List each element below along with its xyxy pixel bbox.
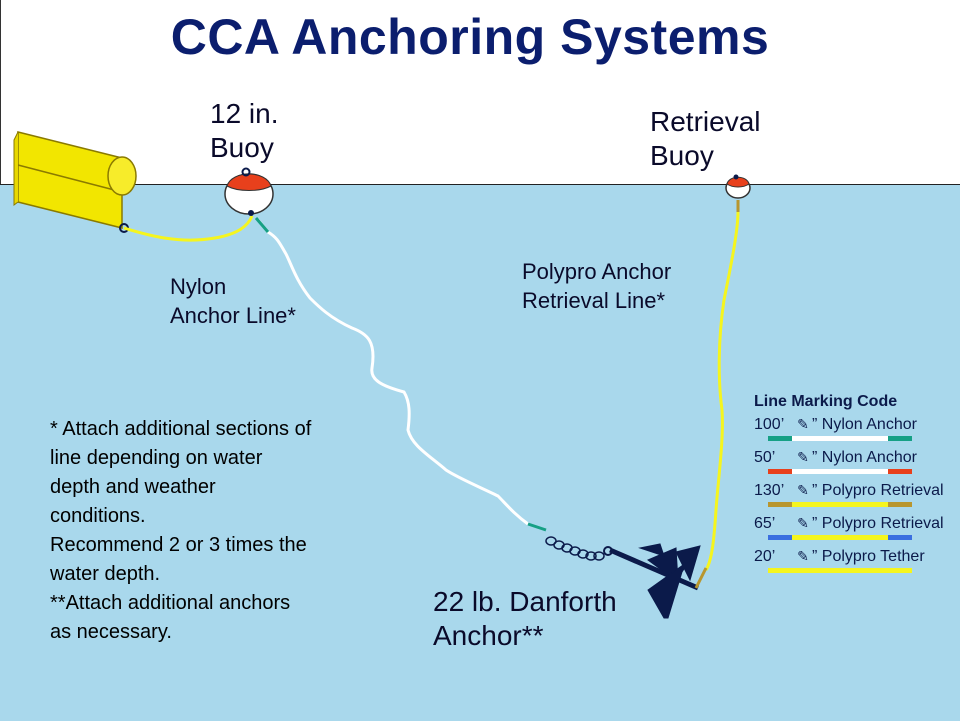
legend-line-swatch (768, 502, 912, 507)
legend-desc: ” Nylon Anchor (812, 416, 917, 433)
legend-length: 65’ (754, 515, 776, 532)
page-title: CCA Anchoring Systems (170, 9, 770, 65)
legend-desc: ” Nylon Anchor (812, 449, 917, 466)
note-line: * Attach additional sections of (50, 418, 312, 440)
anchor-label: 22 lb. Danforth Anchor** (433, 585, 617, 653)
legend-line-swatch (768, 436, 912, 441)
legend-row: 100’ ✎” Nylon Anchor (754, 414, 960, 447)
note-line: **Attach additional anchors (50, 592, 291, 614)
anchor-chain (545, 536, 605, 561)
boom-float (13, 131, 137, 233)
legend-line-swatch (768, 568, 912, 573)
retrieval-buoy-label: Retrieval Buoy (650, 105, 760, 173)
buoy-12in-label: 12 in. Buoy (210, 97, 279, 165)
anchor-label-line1: 22 lb. Danforth (433, 586, 617, 617)
legend-desc: ” Polypro Retrieval (812, 515, 944, 532)
notes-block: * Attach additional sections of line dep… (50, 415, 380, 647)
nylon-line-label-line1: Nylon (170, 274, 227, 299)
legend-row: 50’ ✎” Nylon Anchor (754, 447, 960, 480)
polypro-line-label-line2: Retrieval Line* (522, 288, 666, 313)
tether-line (123, 215, 254, 242)
legend-line-swatch (768, 535, 912, 540)
note-line: water depth. (50, 563, 161, 585)
legend-row: 65’ ✎” Polypro Retrieval (754, 513, 960, 546)
note-line: conditions. (50, 505, 146, 527)
pencil-icon: ✎ (797, 482, 809, 498)
danforth-anchor (609, 543, 701, 619)
pencil-icon: ✎ (797, 548, 809, 564)
legend-desc: ” Polypro Retrieval (812, 482, 944, 499)
buoy-12in (224, 167, 274, 216)
pencil-icon: ✎ (797, 449, 809, 465)
nylon-line-label-line2: Anchor Line* (170, 303, 296, 328)
legend-length: 20’ (754, 548, 776, 565)
retrieval-buoy-label-line1: Retrieval (650, 106, 761, 137)
legend-desc: ” Polypro Tether (812, 548, 925, 565)
buoy-12in-label-line1: 12 in. (210, 98, 279, 129)
nylon-anchor-line (256, 219, 529, 526)
note-line: Recommend 2 or 3 times the (50, 534, 307, 556)
nylon-line-label: Nylon Anchor Line* (170, 272, 296, 330)
pencil-icon: ✎ (797, 416, 809, 432)
legend-title: Line Marking Code (754, 393, 898, 410)
pencil-icon: ✎ (797, 515, 809, 531)
retrieval-buoy (725, 174, 751, 199)
anchor-label-line2: Anchor** (433, 620, 544, 651)
polypro-retrieval-line (704, 211, 740, 571)
note-line: line depending on water (50, 447, 263, 469)
water-area (0, 184, 960, 721)
note-line: depth and weather (50, 476, 216, 498)
legend-length: 100’ (754, 416, 785, 433)
legend-line-swatch (768, 469, 912, 474)
legend-length: 130’ (754, 482, 785, 499)
legend-length: 50’ (754, 449, 776, 466)
polypro-line-label-line1: Polypro Anchor (522, 259, 672, 284)
note-line: as necessary. (50, 621, 172, 643)
buoy-12in-label-line2: Buoy (210, 132, 274, 163)
polypro-line-label: Polypro Anchor Retrieval Line* (522, 257, 671, 315)
retrieval-buoy-label-line2: Buoy (650, 140, 714, 171)
legend-row: 20’ ✎” Polypro Tether (754, 546, 960, 579)
legend-row: 130’ ✎” Polypro Retrieval (754, 480, 960, 513)
sky-area (0, 0, 960, 184)
